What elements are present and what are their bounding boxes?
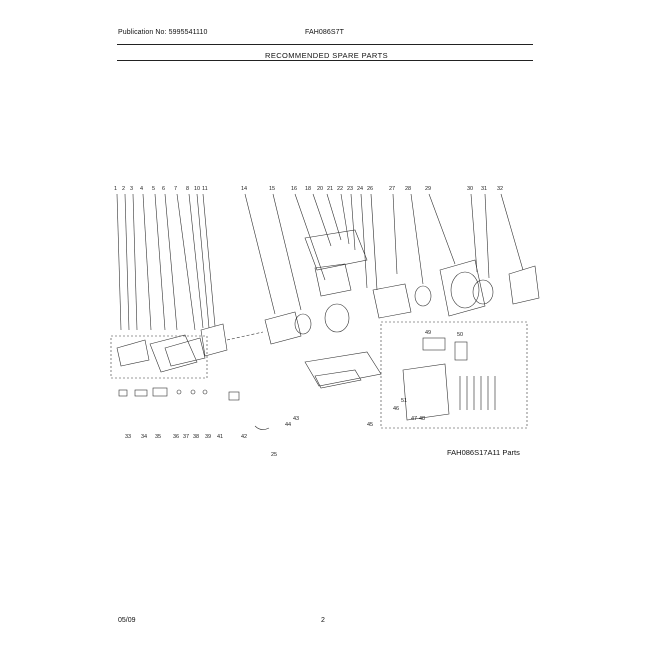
page-number: 2: [321, 617, 325, 624]
bracket-part: [372, 283, 412, 319]
svg-text:25: 25: [271, 452, 277, 458]
svg-text:48: 48: [419, 416, 425, 422]
svg-text:30: 30: [467, 186, 473, 192]
svg-text:45: 45: [367, 422, 373, 428]
refrigeration-group-box: [380, 321, 528, 429]
fan-motor-part: [414, 285, 432, 307]
svg-text:10: 10: [194, 186, 200, 192]
svg-text:28: 28: [405, 186, 411, 192]
svg-text:15: 15: [269, 186, 275, 192]
svg-text:27: 27: [389, 186, 395, 192]
svg-text:4: 4: [140, 186, 143, 192]
svg-text:6: 6: [162, 186, 165, 192]
base-pan-part: [304, 351, 382, 387]
svg-text:29: 29: [425, 186, 431, 192]
svg-text:8: 8: [186, 186, 189, 192]
svg-text:33: 33: [125, 434, 131, 440]
svg-text:24: 24: [357, 186, 363, 192]
svg-text:3: 3: [130, 186, 133, 192]
svg-text:51: 51: [401, 398, 407, 404]
svg-text:35: 35: [155, 434, 161, 440]
svg-text:21: 21: [327, 186, 333, 192]
svg-text:31: 31: [481, 186, 487, 192]
upper-housing-part: [304, 229, 368, 271]
svg-text:22: 22: [337, 186, 343, 192]
svg-text:37: 37: [183, 434, 189, 440]
control-housing-part: [264, 311, 302, 345]
svg-text:39: 39: [205, 434, 211, 440]
front-group-box: [110, 335, 208, 379]
front-panel-part: [200, 323, 228, 357]
svg-text:1: 1: [114, 186, 117, 192]
svg-text:38: 38: [193, 434, 199, 440]
svg-text:47: 47: [411, 416, 417, 422]
svg-text:16: 16: [291, 186, 297, 192]
svg-text:50: 50: [457, 332, 463, 338]
capacitor-part: [454, 341, 468, 361]
control-board-part: [422, 337, 446, 351]
publication-number: Publication No: 5995541110: [118, 29, 208, 36]
blower-wheel-part: [294, 313, 312, 335]
figure-caption: FAH086S17A11 Parts: [447, 448, 520, 457]
svg-text:7: 7: [174, 186, 177, 192]
svg-text:5: 5: [152, 186, 155, 192]
header-rule-top: [117, 44, 533, 45]
rear-grille-part: [508, 265, 540, 305]
footer-date: 05/09: [118, 617, 136, 624]
motor-part: [324, 303, 350, 333]
svg-text:49: 49: [425, 330, 431, 336]
svg-text:36: 36: [173, 434, 179, 440]
svg-text:26: 26: [367, 186, 373, 192]
svg-text:2: 2: [122, 186, 125, 192]
svg-text:44: 44: [285, 422, 291, 428]
model-number: FAH086S7T: [305, 29, 345, 36]
hardware-part: [118, 389, 128, 397]
section-title: RECOMMENDED SPARE PARTS: [265, 51, 388, 60]
svg-text:34: 34: [141, 434, 147, 440]
grille-part: [116, 339, 150, 367]
svg-text:42: 42: [241, 434, 247, 440]
condenser-fan-part: [472, 279, 494, 305]
coil-part: [402, 363, 450, 421]
svg-text:32: 32: [497, 186, 503, 192]
svg-text:11: 11: [202, 186, 208, 192]
filter-part: [149, 334, 198, 373]
svg-text:46: 46: [393, 406, 399, 412]
svg-text:23: 23: [347, 186, 353, 192]
svg-text:41: 41: [217, 434, 223, 440]
svg-text:43: 43: [293, 416, 299, 422]
drain-hose-part: [254, 425, 270, 430]
svg-text:14: 14: [241, 186, 247, 192]
svg-text:20: 20: [317, 186, 323, 192]
header-rule-bottom: [117, 60, 533, 61]
shroud-part: [439, 259, 486, 317]
svg-text:18: 18: [305, 186, 311, 192]
